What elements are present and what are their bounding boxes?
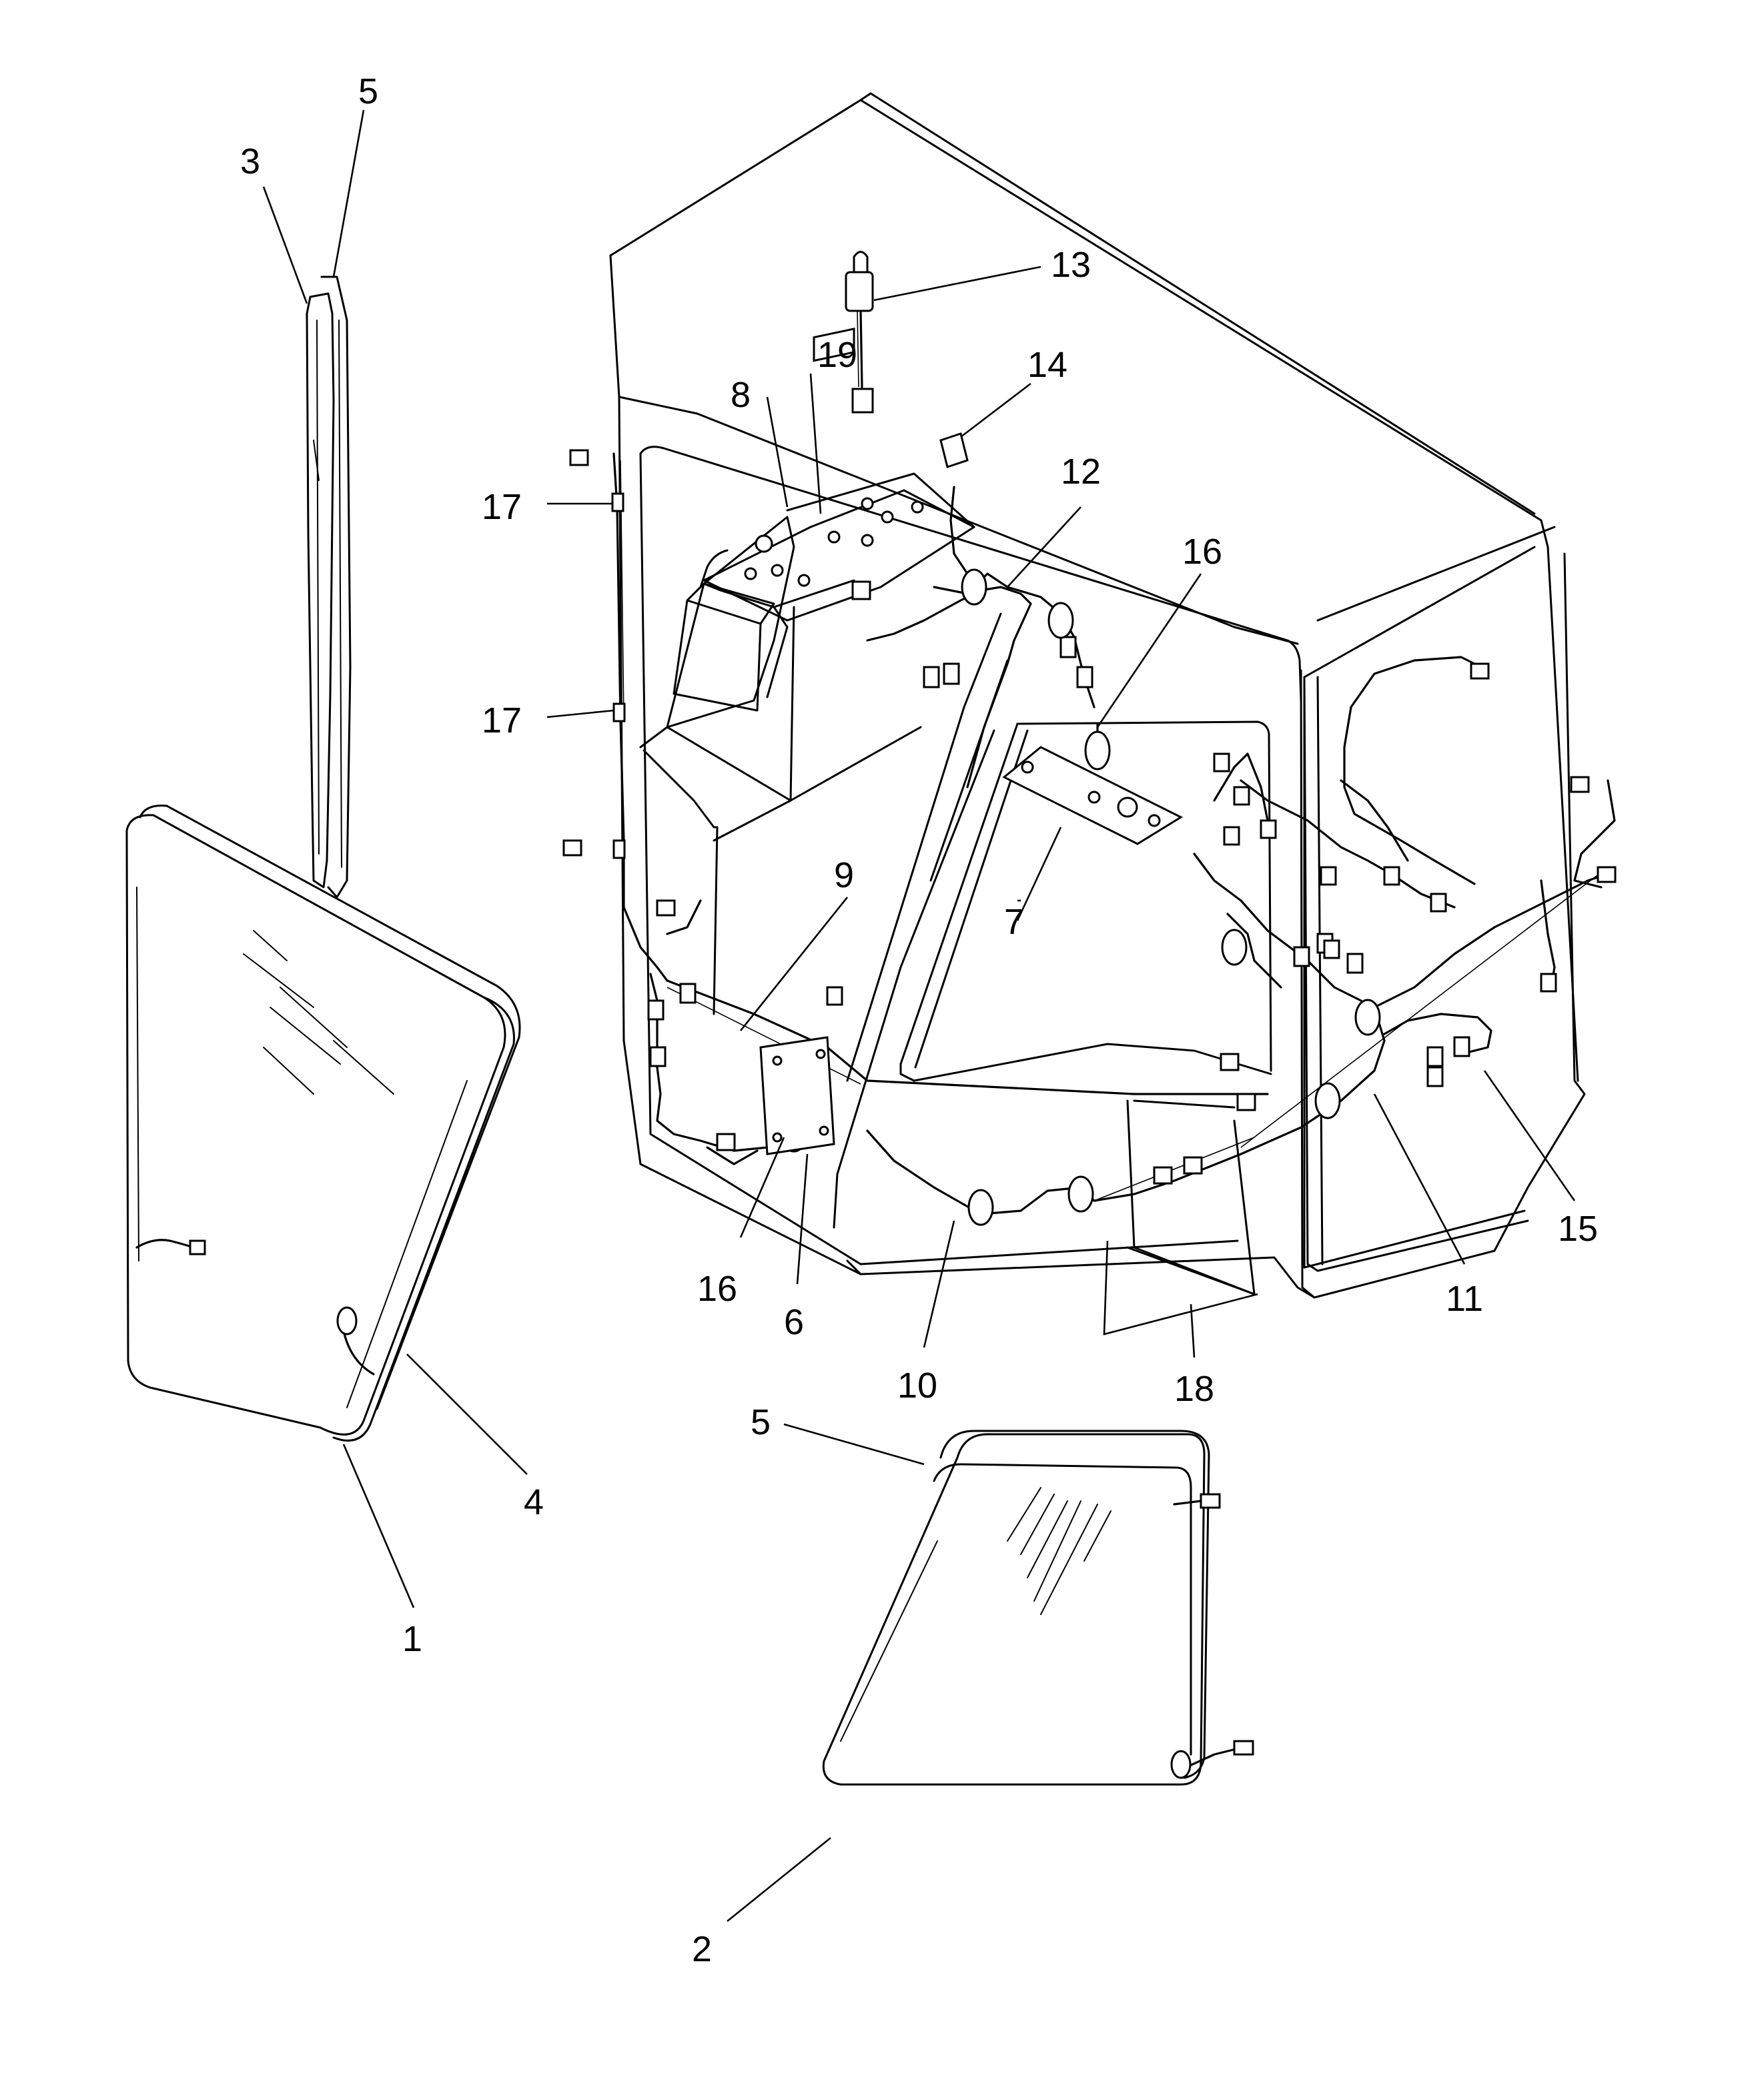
callout-5-top: 5 bbox=[358, 71, 378, 111]
callout-9: 9 bbox=[834, 855, 854, 895]
cab-frame bbox=[609, 92, 1586, 1299]
callout-15: 15 bbox=[1558, 1209, 1598, 1249]
callout-18: 18 bbox=[1174, 1369, 1214, 1409]
callout-1: 1 bbox=[402, 1619, 422, 1659]
left-side-window bbox=[125, 805, 521, 1442]
fuse-panel-assembly bbox=[673, 328, 975, 712]
callout-16-lower: 16 bbox=[697, 1269, 737, 1309]
callout-6: 6 bbox=[784, 1302, 804, 1342]
bottom-side-window bbox=[822, 1430, 1254, 1786]
callout-labels: 1 2 3 4 5 5 6 7 8 9 10 11 12 13 14 15 16… bbox=[240, 71, 1598, 1969]
callout-10: 10 bbox=[897, 1366, 937, 1406]
callout-14: 14 bbox=[1027, 345, 1067, 385]
callout-11: 11 bbox=[1446, 1279, 1483, 1319]
callout-5-bottom: 5 bbox=[751, 1402, 771, 1442]
callout-7: 7 bbox=[1004, 902, 1024, 942]
mounting-plate-6 bbox=[759, 1036, 835, 1155]
callout-8: 8 bbox=[731, 375, 751, 415]
callout-13: 13 bbox=[1051, 245, 1091, 285]
leader-lines bbox=[262, 109, 1576, 1923]
callout-2: 2 bbox=[692, 1929, 712, 1969]
callout-16-upper: 16 bbox=[1182, 532, 1222, 572]
panel-window bbox=[813, 328, 855, 362]
connectors bbox=[562, 251, 1617, 1226]
callout-12: 12 bbox=[1061, 452, 1101, 492]
mounting-plate-7 bbox=[1002, 746, 1184, 845]
callout-17-lower: 17 bbox=[482, 700, 522, 740]
window-seal-strip bbox=[306, 276, 352, 899]
callout-3: 3 bbox=[240, 141, 260, 181]
callout-19: 19 bbox=[817, 335, 857, 375]
callout-4: 4 bbox=[524, 1482, 544, 1522]
callout-17-upper: 17 bbox=[482, 487, 522, 527]
